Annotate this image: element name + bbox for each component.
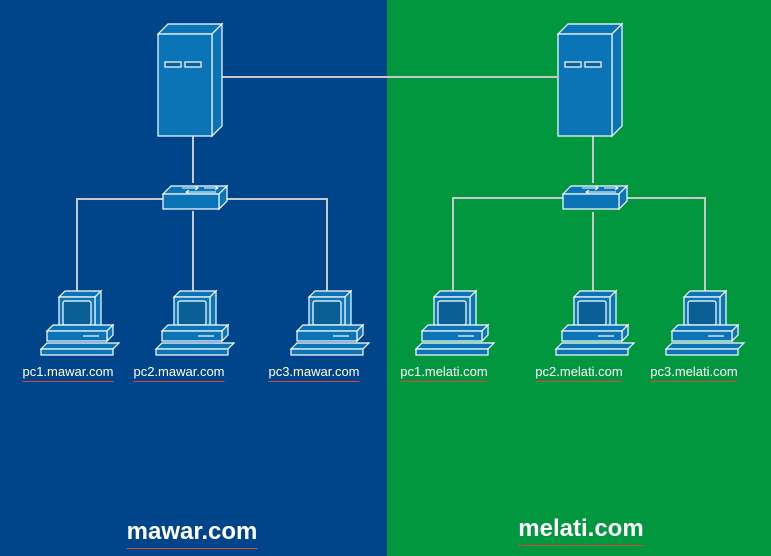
network-switch-icon [562, 185, 628, 210]
host-label-melati-pc1: pc1.melati.com [400, 364, 489, 382]
host-label-mawar-pc3: pc3.mawar.com [268, 364, 360, 382]
domain-title-mawar: mawar.com [126, 518, 258, 549]
server-tower-icon [557, 23, 623, 137]
mawar-pc3-link [225, 198, 328, 292]
host-label-mawar-pc1: pc1.mawar.com [22, 364, 114, 382]
melati-pc1-link [452, 197, 563, 292]
network-switch-icon [162, 185, 228, 210]
network-links [76, 76, 706, 292]
mawar-pc1-link [76, 198, 163, 292]
host-label-melati-pc3: pc3.melati.com [650, 364, 739, 382]
melati-pc3-link [625, 197, 706, 292]
domain-title-melati: melati.com [518, 515, 645, 546]
host-label-mawar-pc2: pc2.mawar.com [133, 364, 225, 382]
host-label-melati-pc2: pc2.melati.com [535, 364, 624, 382]
server-tower-icon [157, 23, 223, 137]
